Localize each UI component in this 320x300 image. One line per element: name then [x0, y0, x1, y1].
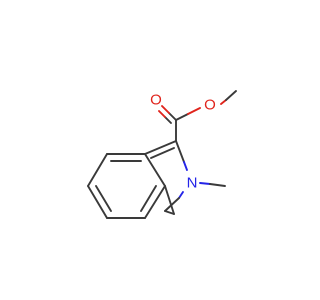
bond-carbonyl-o-inner	[158, 110, 166, 118]
bond-carbonyl-ester-part	[175, 113, 189, 121]
double-bond-inner-left	[95, 185, 112, 212]
molecule-structure: O O N	[87, 90, 237, 219]
nitrogen-label: N	[187, 175, 198, 192]
bond-c3-c4	[87, 185, 108, 219]
bond-ester-methyl	[225, 90, 237, 101]
bond-c6-c8	[164, 185, 175, 215]
bond-carbonyl-part	[168, 112, 177, 121]
ester-oxygen-label: O	[204, 97, 216, 114]
bond-n-methyl	[209, 183, 226, 187]
carbonyl-oxygen-label: O	[150, 92, 162, 109]
bond-n-c7-part	[183, 161, 188, 171]
bond-ester-o-methyl-part	[220, 99, 227, 105]
bond-carbonyl-o-outer	[161, 105, 170, 114]
bond-c2-c3	[87, 153, 108, 187]
bond-c7-n	[175, 140, 185, 163]
bond-ester-o-part	[187, 107, 201, 115]
bond-c1-c7	[144, 140, 177, 155]
bond-c6-c1	[144, 153, 166, 187]
double-bond-inner-right	[140, 185, 157, 212]
pyrrole-ring	[144, 140, 188, 215]
double-bond-c7-inner	[150, 147, 175, 159]
bond-carbonyl-inner-part	[164, 116, 172, 124]
bond-n-methyl-part	[199, 182, 211, 185]
bond-c8-n	[164, 197, 180, 212]
bond-n-c8-part	[178, 191, 184, 199]
bond-c5-c6	[144, 185, 166, 219]
benzene-ring	[87, 153, 166, 219]
bond-c8-ring	[164, 210, 175, 215]
